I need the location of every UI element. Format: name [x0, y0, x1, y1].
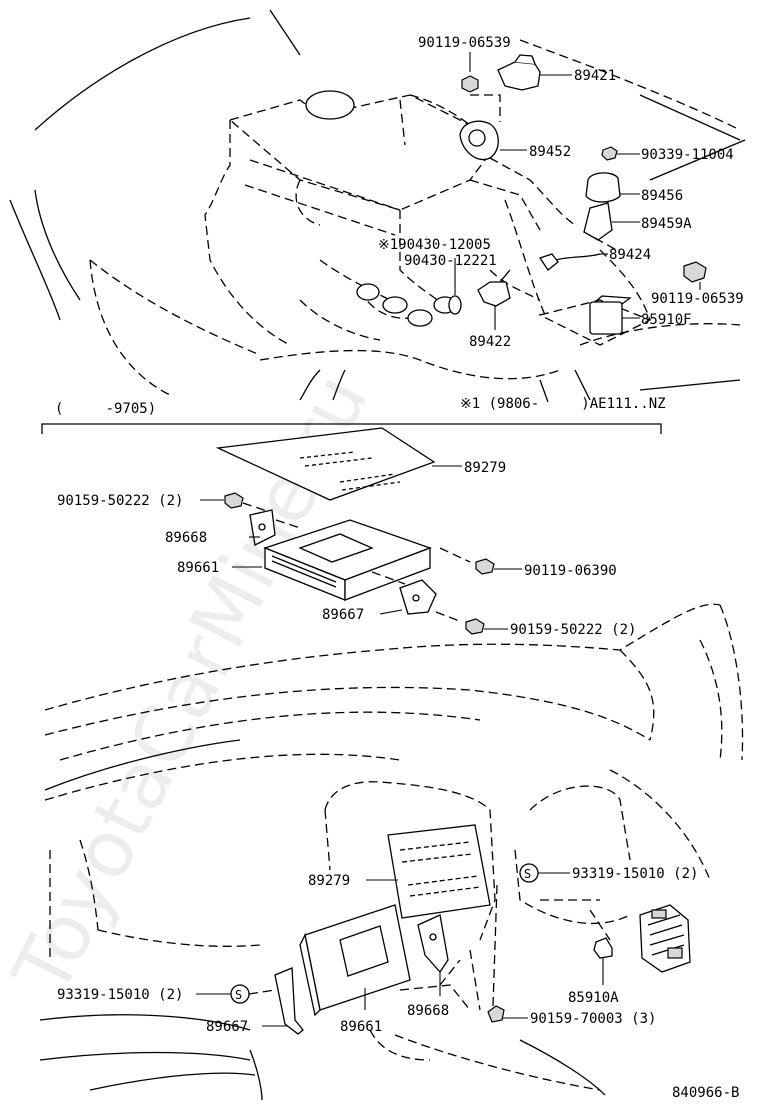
bolt-icon: [475, 558, 495, 575]
callout-90119-06539-bottom: 90119-06539: [651, 291, 744, 307]
callout-93319-15010-left: 93319-15010 (2): [57, 987, 183, 1003]
range-label-right: ※1 (9806- )AE111..NZ: [460, 396, 666, 412]
cap-icon: [601, 146, 618, 161]
bolt-icon: [465, 618, 485, 635]
bracket-89668-icon: [417, 914, 449, 974]
relay-85910f-icon: [589, 301, 623, 335]
engine-bay-parts: [448, 52, 707, 335]
bolt-icon: [224, 492, 244, 509]
callout-89668-ecu: 89668: [165, 530, 207, 546]
callout-89279-dash: 89279: [308, 873, 350, 889]
callout-89456: 89456: [641, 188, 683, 204]
callout-89667-ecu: 89667: [322, 607, 364, 623]
bolt-icon: [461, 75, 479, 93]
callout-89422: 89422: [469, 334, 511, 350]
dashboard-illustration: [39, 603, 744, 1101]
sensor-89456-icon: [585, 172, 621, 203]
engine-bay-illustration: [9, 9, 746, 403]
callout-85910a: 85910A: [568, 990, 619, 1006]
callout-85910f: 85910F: [641, 312, 692, 328]
callout-89279-ecu: 89279: [464, 460, 506, 476]
bolt-icon: [487, 1005, 505, 1023]
callout-89424: 89424: [609, 247, 651, 263]
callout-90159-50222-top: 90159-50222 (2): [57, 493, 183, 509]
dashboard-parts: S S: [196, 824, 691, 1035]
bolt-icon: [683, 261, 707, 283]
callout-90159-70003: 90159-70003 (3): [530, 1011, 656, 1027]
callout-90430-12221: 90430-12221: [404, 253, 497, 269]
callout-90119-06390: 90119-06390: [524, 563, 617, 579]
bracket-89667-icon: [274, 967, 304, 1035]
diagram-id: 840966-B: [672, 1085, 739, 1101]
s-symbol-right: S: [524, 867, 531, 881]
callout-89459a: 89459A: [641, 216, 692, 232]
callout-90339-11004: 90339-11004: [641, 147, 734, 163]
s-symbol-left: S: [235, 988, 242, 1002]
range-label-left: ( -9705): [55, 401, 156, 417]
callout-89667-dash: 89667: [206, 1019, 248, 1035]
callout-90159-50222-bottom: 90159-50222 (2): [510, 622, 636, 638]
ecu-exploded-view: [200, 427, 522, 635]
ecu-label-sheet-icon: [387, 824, 491, 919]
callout-90119-06539-top: 90119-06539: [418, 35, 511, 51]
sensor-89424-icon: [538, 253, 559, 271]
callout-89452: 89452: [529, 144, 571, 160]
relay-85910a-icon: [593, 937, 613, 959]
callout-89661-ecu: 89661: [177, 560, 219, 576]
callout-90430-12005: ※190430-12005: [378, 237, 491, 253]
callout-89421: 89421: [574, 68, 616, 84]
vsv-sensor-icon: [497, 61, 541, 91]
section-bracket: [41, 423, 662, 434]
callout-89661-dash: 89661: [340, 1019, 382, 1035]
callout-93319-15010-right: 93319-15010 (2): [572, 866, 698, 882]
callout-89668-dash: 89668: [407, 1003, 449, 1019]
gasket-icon: [448, 295, 462, 315]
bracket-89459a-icon: [583, 202, 613, 241]
sensor-89422-icon: [477, 281, 511, 307]
